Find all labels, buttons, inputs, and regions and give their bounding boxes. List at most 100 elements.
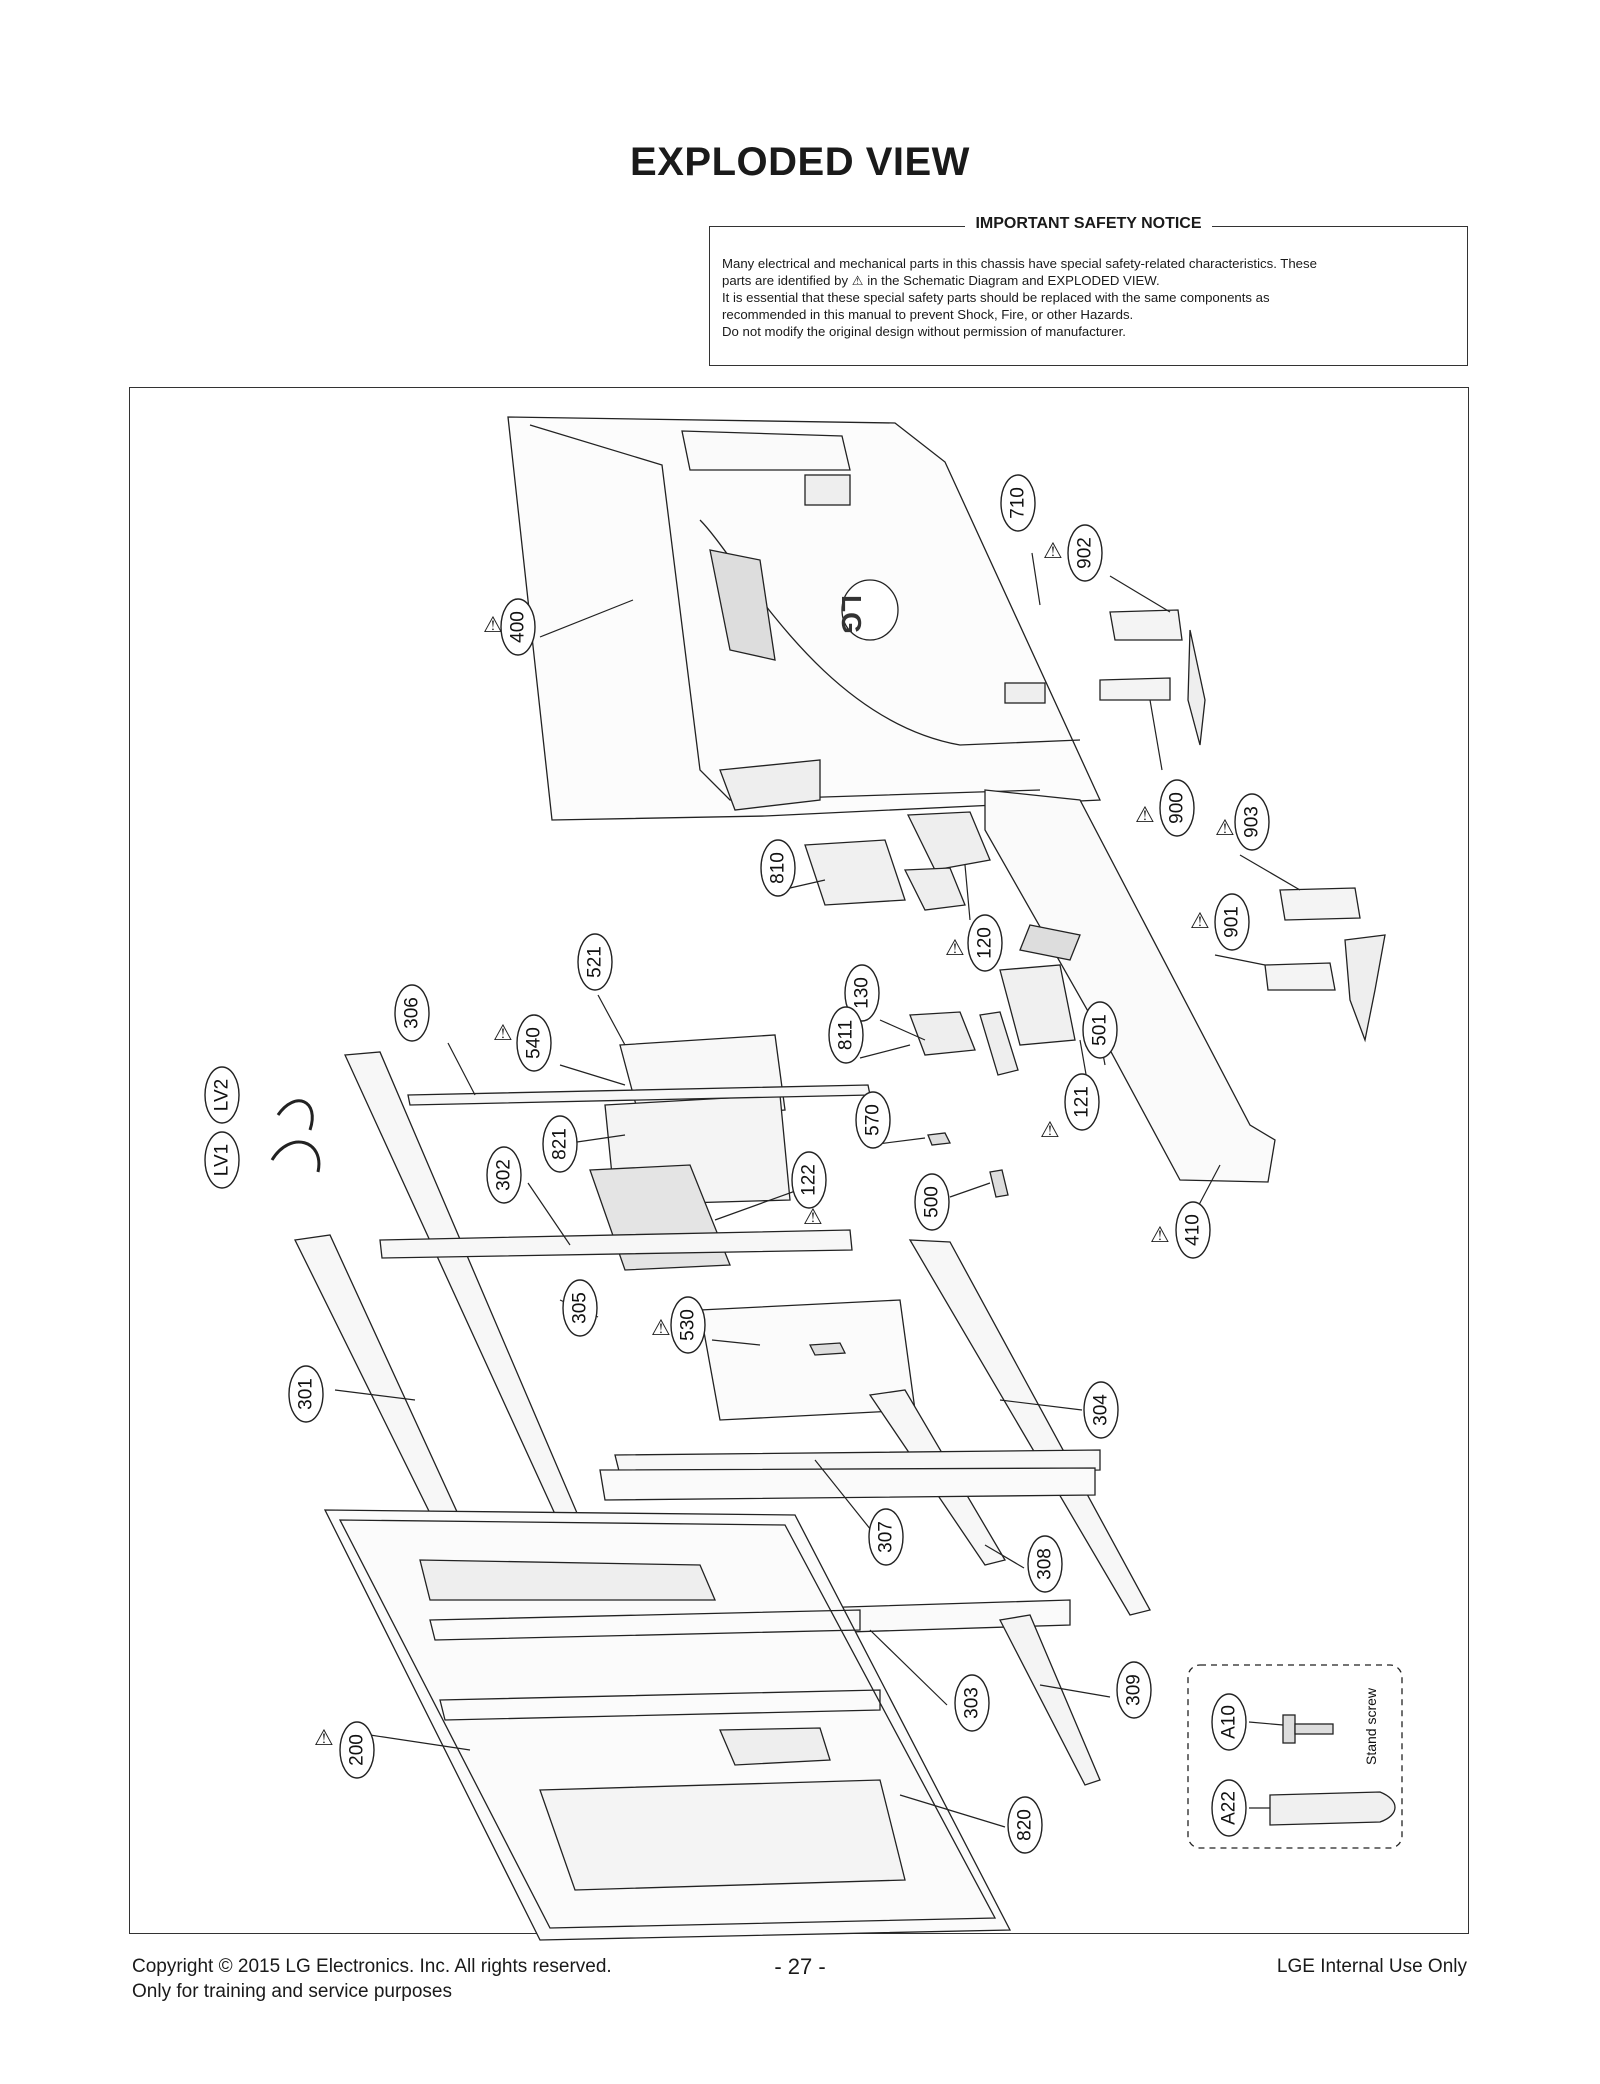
safety-icon: ⚠: [1150, 1223, 1170, 1248]
callout-label: 811: [836, 1020, 857, 1050]
lvds-cable-lv2: [276, 1099, 314, 1131]
callout-302: 302: [486, 1146, 522, 1204]
callout-labels: 400 710 902 900 903 901 810 120 130 121 501 811 570 5…: [204, 474, 1270, 1854]
safety-icon: ⚠: [483, 613, 503, 638]
notice-line-4: recommended in this manual to prevent Sh…: [722, 307, 1134, 322]
stand-screw-part: [1282, 1714, 1334, 1744]
callout-label: 521: [585, 946, 606, 978]
callout-309: 309: [1116, 1661, 1152, 1719]
page-number: - 27 -: [774, 1954, 826, 1979]
safety-icon: ⚠: [651, 1316, 671, 1341]
callout-label: 540: [524, 1027, 545, 1059]
safety-icon: ⚠: [803, 1205, 823, 1230]
callout-label: 710: [1008, 487, 1029, 519]
safety-icon: ⚠: [1040, 1118, 1060, 1143]
safety-notice-title: IMPORTANT SAFETY NOTICE: [965, 215, 1212, 232]
callout-label: 306: [402, 997, 423, 1029]
callout-label: A10: [1219, 1705, 1240, 1739]
callout-label: 309: [1124, 1674, 1145, 1706]
safety-icon: ⚠: [945, 936, 965, 961]
callout-410: 410: [1175, 1201, 1211, 1259]
callout-400: 400: [500, 598, 536, 656]
safety-icon: ⚠: [1135, 803, 1155, 828]
callout-label: 900: [1167, 792, 1188, 824]
callout-LV2: LV2: [204, 1066, 240, 1124]
callout-A10: A10: [1211, 1693, 1247, 1751]
callout-label: 301: [296, 1378, 317, 1410]
callout-308: 308: [1027, 1535, 1063, 1593]
callout-306: 306: [394, 984, 430, 1042]
callout-label: 304: [1091, 1394, 1112, 1426]
footer-left: Copyright © 2015 LG Electronics. Inc. Al…: [132, 1954, 612, 2004]
callout-121: 121: [1064, 1073, 1100, 1131]
callout-label: 130: [852, 977, 873, 1009]
callout-301: 301: [288, 1365, 324, 1423]
callout-label: 410: [1183, 1214, 1204, 1246]
callout-304: 304: [1083, 1381, 1119, 1439]
display-panel-part: [323, 1509, 1012, 1941]
safety-icon: ⚠: [314, 1726, 334, 1751]
stand-parts: [1099, 609, 1386, 1043]
notice-line-3: It is essential that these special safet…: [722, 290, 1270, 305]
safety-symbols: ⚠ ⚠ ⚠ ⚠ ⚠ ⚠ ⚠ ⚠ ⚠ ⚠ ⚠ ⚠: [314, 539, 1235, 1751]
callout-label: 400: [508, 611, 529, 643]
callout-530: 530: [670, 1296, 706, 1354]
callout-label: 122: [799, 1164, 820, 1196]
callout-label: 810: [768, 852, 789, 884]
callout-570: 570: [855, 1091, 891, 1149]
internal-use-text: LGE Internal Use Only: [1276, 1956, 1467, 1977]
callout-A22: A22: [1211, 1779, 1247, 1837]
accessory-box: [1187, 1664, 1403, 1849]
safety-notice-box: IMPORTANT SAFETY NOTICE Many electrical …: [709, 215, 1468, 366]
callout-521: 521: [577, 933, 613, 991]
notice-line-5: Do not modify the original design withou…: [722, 324, 1126, 339]
notice-line-1: Many electrical and mechanical parts in …: [722, 256, 1317, 271]
callout-120: 120: [967, 914, 1003, 972]
callout-label: 570: [863, 1104, 884, 1136]
callout-900: 900: [1159, 779, 1195, 837]
notice-line-2: parts are identified by ⚠ in the Schemat…: [722, 273, 1160, 288]
callout-540: 540: [516, 1014, 552, 1072]
callout-810: 810: [760, 839, 796, 897]
callout-130: 130: [844, 964, 880, 1022]
safety-notice-body: Many electrical and mechanical parts in …: [722, 255, 1455, 340]
callout-811: 811: [828, 1006, 864, 1064]
bottom-cover-part: [984, 789, 1276, 1183]
callout-label: 821: [550, 1128, 571, 1160]
callout-label: 308: [1035, 1548, 1056, 1580]
callout-200: 200: [339, 1721, 375, 1779]
callout-903: 903: [1234, 793, 1270, 851]
callout-label: 901: [1222, 906, 1243, 938]
safety-icon: ⚠: [1215, 816, 1235, 841]
callout-label: 500: [922, 1186, 943, 1218]
callout-label: 902: [1075, 537, 1096, 569]
callout-902: 902: [1067, 524, 1103, 582]
callout-122: 122: [791, 1151, 827, 1209]
callout-label: 820: [1015, 1809, 1036, 1841]
training-text: Only for training and service purposes: [132, 1981, 452, 2002]
callout-label: 530: [678, 1309, 699, 1341]
callout-label: 302: [494, 1159, 515, 1191]
leader-lines: [334, 552, 1301, 1828]
callout-307: 307: [868, 1508, 904, 1566]
callout-label: 200: [347, 1734, 368, 1766]
callout-821: 821: [542, 1115, 578, 1173]
callout-label: A22: [1219, 1791, 1240, 1825]
callout-label: 121: [1072, 1086, 1093, 1118]
callout-label: LV1: [212, 1144, 233, 1176]
stand-screw-label: Stand screw: [1363, 1687, 1379, 1765]
callout-710: 710: [1000, 474, 1036, 532]
safety-icon: ⚠: [1190, 909, 1210, 934]
callout-501: 501: [1082, 1001, 1118, 1059]
callout-label: 501: [1090, 1014, 1111, 1046]
callout-820: 820: [1007, 1796, 1043, 1854]
callout-label: 305: [570, 1292, 591, 1324]
callout-500: 500: [914, 1173, 950, 1231]
callout-label: 120: [975, 927, 996, 959]
callout-901: 901: [1214, 893, 1250, 951]
callout-label: 307: [876, 1521, 897, 1553]
back-cover-part: LG: [507, 416, 1101, 821]
copyright-text: Copyright © 2015 LG Electronics. Inc. Al…: [132, 1956, 612, 1977]
remote-control-part: [1269, 1791, 1396, 1826]
